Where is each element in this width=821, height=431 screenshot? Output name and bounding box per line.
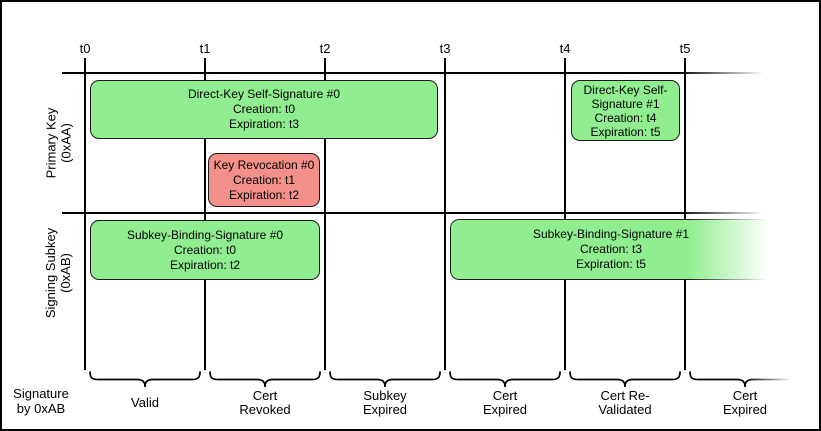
box-creation: Creation: t0 bbox=[173, 242, 237, 257]
brace-cert-revoked bbox=[209, 371, 321, 388]
tick-label-t5: t5 bbox=[679, 41, 691, 56]
box-creation: Creation: t3 bbox=[579, 242, 643, 256]
timeline-gridline-t1 bbox=[204, 58, 206, 370]
box-expiration: Expiration: t3 bbox=[228, 117, 300, 131]
period-line: Cert bbox=[492, 388, 518, 403]
timeline-gridline-t0 bbox=[84, 58, 86, 370]
tick-label-t2: t2 bbox=[319, 41, 331, 56]
box-subkey-binding-signature-1: Subkey-Binding-Signature #1 Creation: t3… bbox=[450, 219, 772, 280]
row-line-primary-key bbox=[62, 72, 778, 74]
box-expiration: Expiration: t5 bbox=[590, 124, 661, 139]
row-label-line: (0xAB) bbox=[58, 253, 73, 293]
period-line: Validated bbox=[598, 402, 652, 417]
timeline-gridline-t5 bbox=[684, 58, 686, 370]
box-title: Key Revocation #0 bbox=[213, 157, 315, 172]
period-line: Subkey bbox=[363, 388, 407, 403]
box-expiration: Expiration: t2 bbox=[169, 257, 241, 272]
row-label-signing-subkey: Signing Subkey (0xAB) bbox=[28, 203, 88, 343]
box-direct-key-self-signature-1: Direct-Key Self-Signature #1 Creation: t… bbox=[571, 80, 680, 141]
axis-label-signature-by-0xab: Signature by 0xAB bbox=[6, 386, 76, 416]
period-line: Expired bbox=[362, 402, 408, 417]
brace-cert-expired bbox=[449, 371, 561, 388]
period-label-cert-revalidated: Cert Re- Validated bbox=[569, 388, 681, 418]
period-line: Cert bbox=[252, 388, 278, 403]
tick-label-t3: t3 bbox=[439, 41, 451, 56]
row-label-line: (0xAA) bbox=[58, 123, 74, 163]
box-expiration: Expiration: t5 bbox=[575, 257, 647, 271]
box-subkey-binding-signature-0: Subkey-Binding-Signature #0 Creation: t0… bbox=[90, 220, 320, 280]
box-creation: Creation: t4 bbox=[594, 110, 657, 125]
box-title: Subkey-Binding-Signature #1 bbox=[532, 227, 690, 241]
timeline-gridline-t3 bbox=[444, 58, 446, 370]
timeline-gridline-t4 bbox=[564, 58, 566, 370]
period-line: Expired bbox=[482, 402, 528, 417]
axis-label-line: by 0xAB bbox=[16, 401, 66, 416]
box-direct-key-self-signature-0: Direct-Key Self-Signature #0 Creation: t… bbox=[90, 80, 438, 139]
tick-label-t0: t0 bbox=[79, 41, 91, 56]
row-label-line: Signing Subkey bbox=[43, 227, 58, 319]
box-title: Direct-Key Self-Signature #0 bbox=[187, 87, 341, 101]
row-line-signing-subkey bbox=[62, 212, 778, 214]
box-creation: Creation: t1 bbox=[232, 172, 296, 187]
box-key-revocation-0: Key Revocation #0 Creation: t1 Expiratio… bbox=[208, 153, 320, 207]
brace-valid bbox=[89, 371, 201, 388]
period-label-cert-revoked: Cert Revoked bbox=[209, 388, 321, 418]
row-label-line: Primary Key bbox=[43, 107, 59, 179]
brace-cert-revalidated bbox=[569, 371, 681, 388]
period-line: Valid bbox=[131, 395, 159, 410]
period-line: Revoked bbox=[239, 402, 291, 417]
timeline-gridline-t2 bbox=[324, 58, 326, 370]
box-creation: Creation: t0 bbox=[232, 102, 296, 116]
box-expiration: Expiration: t2 bbox=[228, 187, 300, 202]
period-label-cert-expired-2: Cert Expired bbox=[689, 388, 801, 418]
period-label-valid: Valid bbox=[89, 388, 201, 418]
brace-cert-expired-2 bbox=[689, 371, 801, 388]
brace-subkey-expired bbox=[329, 371, 441, 388]
period-label-subkey-expired: Subkey Expired bbox=[329, 388, 441, 418]
period-line: Expired bbox=[722, 402, 768, 417]
period-line: Cert bbox=[732, 388, 758, 403]
box-title: Direct-Key Self-Signature #1 bbox=[583, 82, 668, 111]
period-line: Cert Re- bbox=[600, 388, 650, 403]
box-title: Subkey-Binding-Signature #0 bbox=[126, 227, 284, 242]
tick-label-t1: t1 bbox=[199, 41, 211, 56]
tick-label-t4: t4 bbox=[559, 41, 571, 56]
period-label-cert-expired: Cert Expired bbox=[449, 388, 561, 418]
row-label-primary-key: Primary Key (0xAA) bbox=[28, 73, 88, 213]
axis-label-line: Signature bbox=[13, 386, 69, 401]
